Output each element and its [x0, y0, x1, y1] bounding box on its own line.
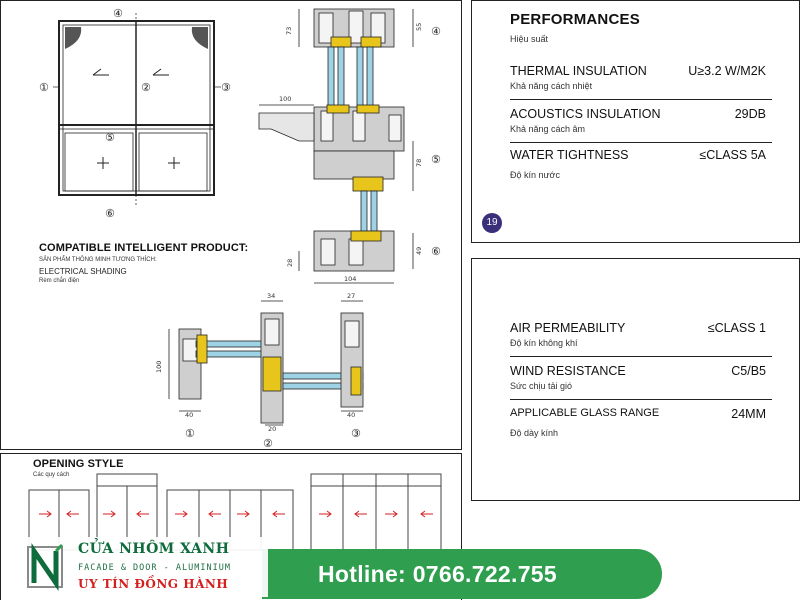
- perf-value: 29DB: [734, 107, 766, 121]
- hotline-text[interactable]: Hotline: 0766.722.755: [318, 561, 557, 587]
- dim-28: 28: [286, 259, 294, 267]
- electrical-shading-title: ELECTRICAL SHADING: [39, 267, 127, 276]
- dim-78: 78: [415, 159, 423, 167]
- dim-20: 20: [268, 425, 276, 433]
- opening-style-subtitle: Các quy cách: [33, 472, 70, 478]
- electrical-shading-subtitle: Rèm chắn điện: [39, 278, 80, 284]
- perf-value: 24MM: [731, 407, 766, 421]
- opening-style-title: OPENING STYLE: [33, 458, 124, 470]
- dim-40-right: 40: [347, 411, 355, 419]
- dim-40-left: 40: [185, 411, 193, 419]
- plan-marker-3: ③: [351, 427, 361, 440]
- plan-marker-2: ②: [263, 437, 273, 450]
- dim-27: 27: [347, 292, 355, 300]
- perf-label: ACOUSTICS INSULATION: [510, 107, 661, 121]
- perf-sub: Độ kín không khí: [510, 338, 578, 348]
- perf-value: C5/B5: [731, 364, 766, 378]
- marker-1: ①: [39, 81, 49, 94]
- performance-panel: PERFORMANCES Hiệu suất THERMAL INSULATIO…: [471, 0, 800, 243]
- elevation-markers: ④ ① ② ③ ⑤ ⑥: [39, 7, 231, 220]
- perf-label: AIR PERMEABILITY: [510, 321, 626, 335]
- dim-49: 49: [415, 247, 423, 255]
- dim-104: 104: [344, 275, 356, 283]
- window-elevation: [53, 13, 221, 205]
- dim-100: 100: [279, 95, 291, 103]
- compatible-product-subtitle: SẢN PHẨM THÔNG MINH TƯƠNG THÍCH:: [39, 257, 157, 263]
- plan-dimensions: 34 27 100 40 20 40: [155, 292, 355, 433]
- perf-sub: Khả năng cách âm: [510, 124, 586, 134]
- technical-drawing: ④ ① ② ③ ⑤ ⑥: [39, 7, 441, 450]
- perf-value: ≤CLASS 1: [707, 321, 766, 335]
- section-marker-6: ⑥: [431, 245, 441, 258]
- performance-panel-2: AIR PERMEABILITY ≤CLASS 1 Độ kín không k…: [471, 258, 800, 501]
- brand-logo-box: CỬA NHÔM XANH FACADE & DOOR - ALUMINIUM …: [18, 537, 268, 597]
- perf-sub: Khả năng cách nhiệt: [510, 81, 593, 91]
- brand-name: CỬA NHÔM XANH: [78, 541, 230, 557]
- perf-sub: Độ dày kính: [510, 428, 559, 438]
- dim-34: 34: [267, 292, 275, 300]
- performance-title: PERFORMANCES: [510, 11, 640, 28]
- divider: [510, 99, 772, 100]
- section-marker-5: ⑤: [431, 153, 441, 166]
- perf-label: THERMAL INSULATION: [510, 64, 647, 78]
- compatible-product-title: COMPATIBLE INTELLIGENT PRODUCT:: [39, 242, 249, 254]
- performance-subtitle: Hiệu suất: [510, 34, 549, 44]
- dim-100-plan: 100: [155, 361, 163, 373]
- divider: [510, 399, 772, 400]
- marker-2: ②: [141, 81, 151, 94]
- perf-label: APPLICABLE GLASS RANGE: [510, 407, 660, 419]
- perf-value: ≤CLASS 5A: [699, 148, 766, 162]
- perf-sub: Sức chịu tải gió: [510, 381, 573, 391]
- dim-73: 73: [285, 27, 293, 35]
- perf-sub: Độ kín nước: [510, 170, 560, 180]
- marker-6: ⑥: [105, 207, 115, 220]
- horizontal-section-profile: [168, 300, 364, 426]
- hotline-pill[interactable]: [262, 549, 662, 599]
- dim-55: 55: [415, 23, 423, 31]
- marker-5: ⑤: [105, 131, 115, 144]
- divider: [510, 142, 772, 143]
- brand-logo-icon: [27, 542, 64, 591]
- page-number-badge: 19: [482, 213, 502, 233]
- marker-3: ③: [221, 81, 231, 94]
- section-dimensions: 73 55 100 78 49 28 104: [279, 23, 423, 283]
- section-marker-4: ④: [431, 25, 441, 38]
- perf-label: WIND RESISTANCE: [510, 364, 626, 378]
- marker-4: ④: [113, 7, 123, 20]
- perf-label: WATER TIGHTNESS: [510, 148, 629, 162]
- perf-value: U≥3.2 W/M2K: [688, 64, 766, 78]
- brand-tagline: FACADE & DOOR - ALUMINIUM: [78, 563, 231, 573]
- plan-marker-1: ①: [185, 427, 195, 440]
- opening-style-diagrams: [28, 473, 442, 551]
- divider: [510, 356, 772, 357]
- brand-slogan: UY TÍN ĐỒNG HÀNH: [78, 577, 229, 591]
- technical-drawing-panel: ④ ① ② ③ ⑤ ⑥: [0, 0, 462, 450]
- vertical-section-profile: [258, 8, 414, 284]
